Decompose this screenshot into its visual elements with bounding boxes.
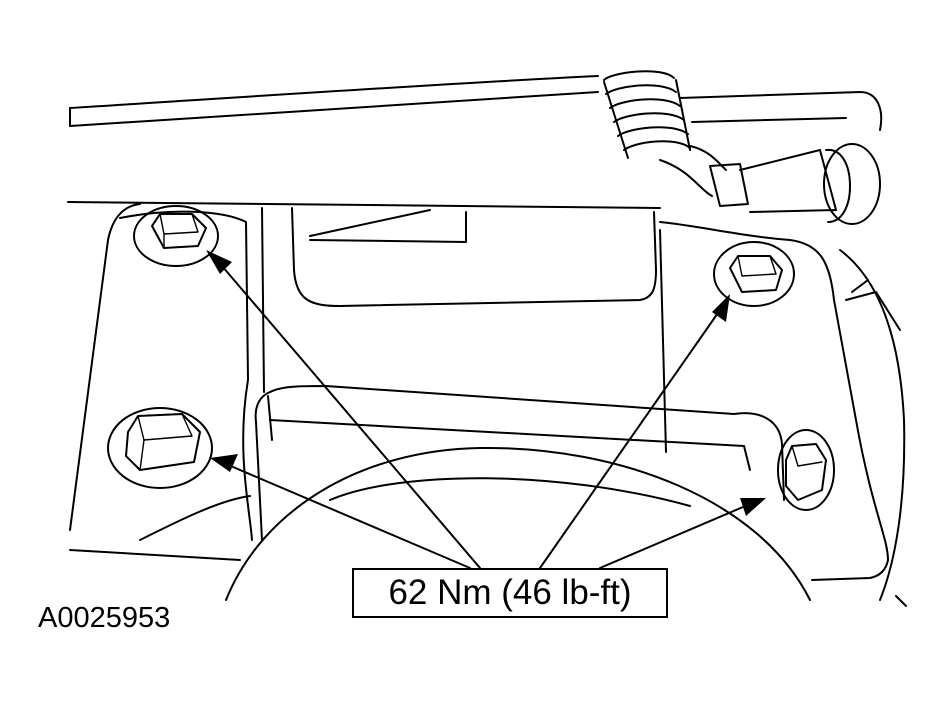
leader-arrows (206, 250, 766, 569)
figure-id: A0025953 (38, 602, 171, 634)
right-bracket (659, 221, 907, 607)
bolt-upper-left (133, 205, 219, 267)
bolt-upper-right (713, 241, 795, 307)
arrowhead-upper-right (712, 294, 730, 322)
arrowhead-upper-left (206, 250, 232, 274)
transmission-case (225, 207, 811, 601)
bolt-lower-left (107, 407, 213, 489)
arrowhead-lower-right (740, 498, 766, 516)
bolt-lower-right (777, 429, 835, 511)
hose-assembly (603, 70, 881, 225)
left-bracket (69, 203, 265, 561)
arrowhead-lower-left (210, 454, 238, 472)
torque-callout: 62 Nm (46 lb-ft) (352, 568, 668, 618)
frame-rail (67, 75, 883, 209)
